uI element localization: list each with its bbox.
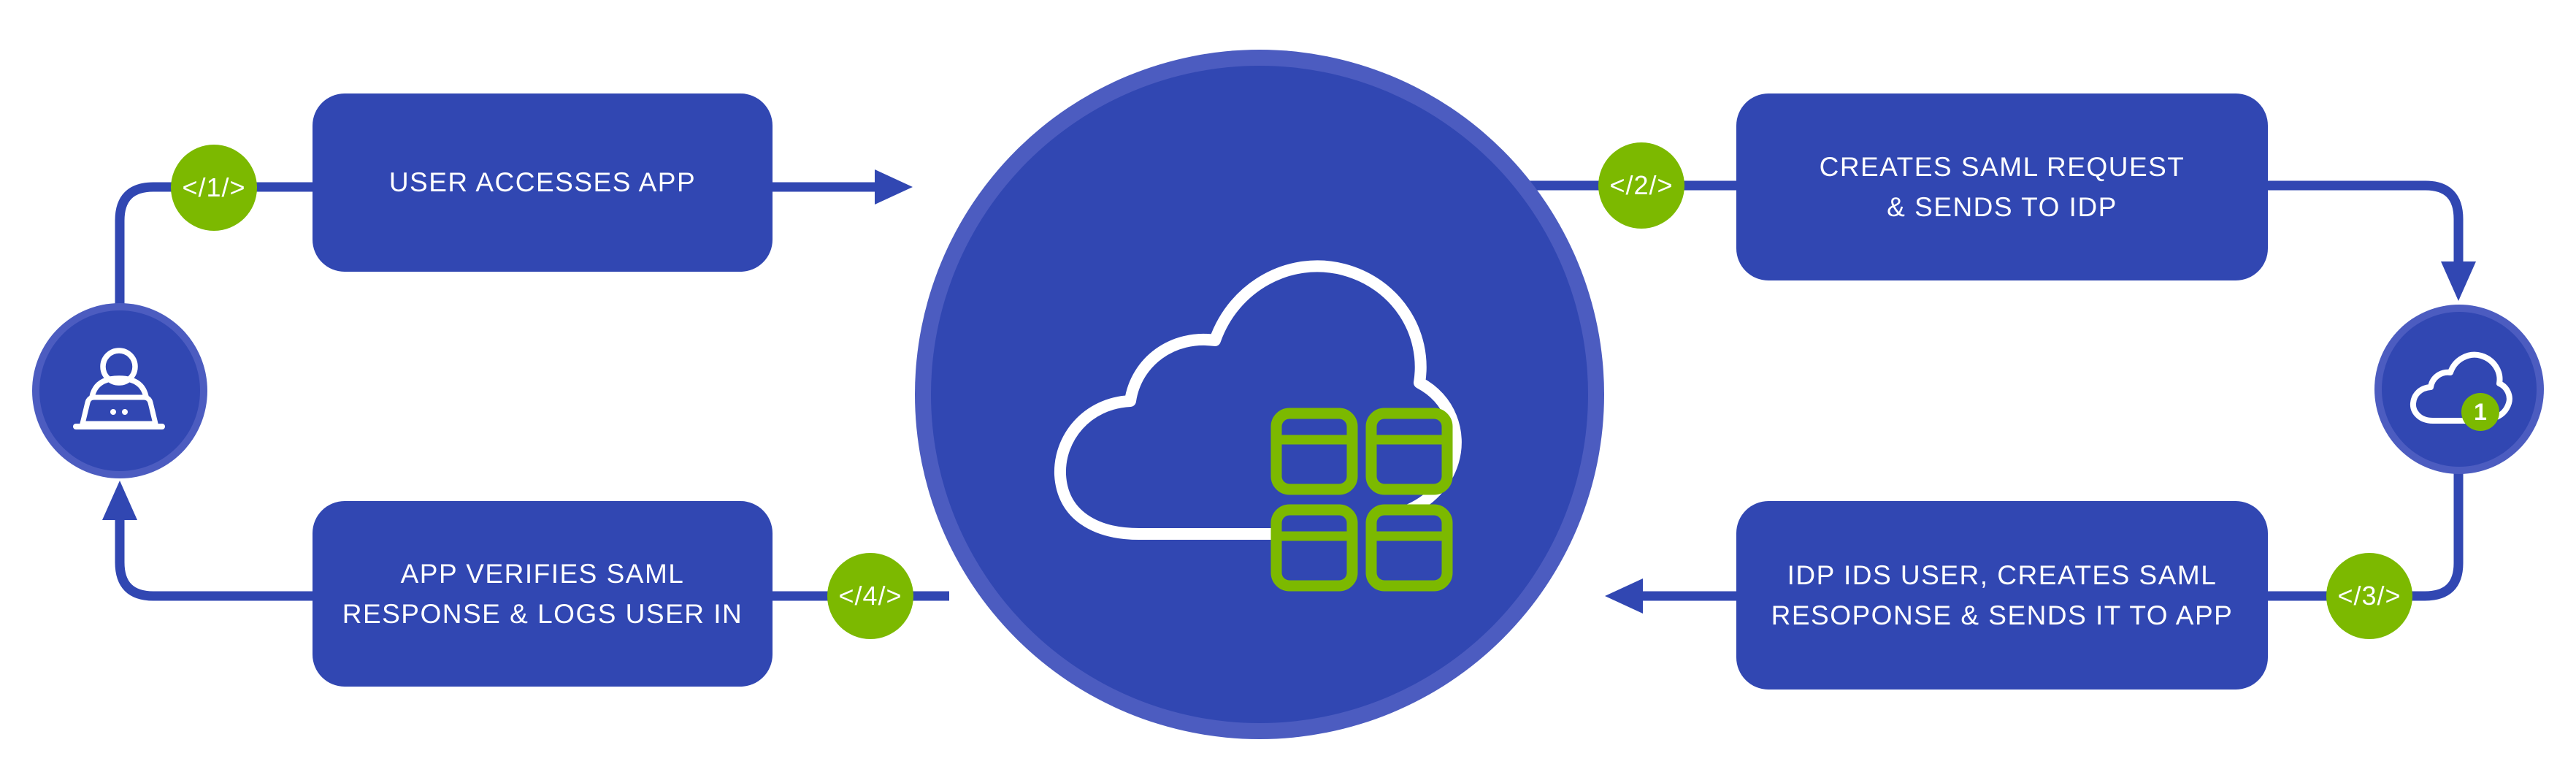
arrowhead-into-user-up [102,481,137,520]
arrowhead-into-idp-down [2441,261,2476,301]
step1-badge: </1/> [171,145,257,231]
step2-label: CREATES SAML REQUEST & SENDS TO IDP [1819,151,2185,223]
step3-label: IDP IDS USER, CREATES SAML RESOPONSE & S… [1771,559,2234,631]
idp-circle [2382,312,2537,467]
user-circle [39,310,200,471]
arrowhead-into-app-right [875,169,913,205]
idp-node [2374,305,2544,474]
connector-idp-to-step3 [2263,446,2464,601]
app-grid [1270,408,1453,592]
arrowhead-into-app-left [1605,578,1643,614]
step2-box: CREATES SAML REQUEST & SENDS TO IDP [1736,93,2268,280]
step3-box: IDP IDS USER, CREATES SAML RESOPONSE & S… [1736,501,2268,690]
step4-label: APP VERIFIES SAML RESPONSE & LOGS USER I… [342,558,743,630]
step1-label: USER ACCESSES APP [388,167,697,198]
app-node [915,50,1604,739]
cloud-outline [1054,260,1462,540]
connector-user-to-step1 [115,182,343,329]
connector-step2-to-idp [2263,180,2464,263]
step4-box: APP VERIFIES SAML RESPONSE & LOGS USER I… [313,501,773,687]
step2-badge: </2/> [1598,142,1684,229]
step1-box: USER ACCESSES APP [313,93,773,272]
app-circle [931,66,1588,723]
cloud-app-grid-icon [1054,260,1462,592]
connector-step4-to-user [115,520,343,601]
step3-badge: </3/> [2326,553,2412,639]
user-node [32,303,207,478]
idp-count-badge: 1 [2461,393,2499,431]
step4-badge: </4/> [827,553,913,639]
cloud-icon [2410,351,2512,424]
person-at-laptop-icon [73,348,165,429]
